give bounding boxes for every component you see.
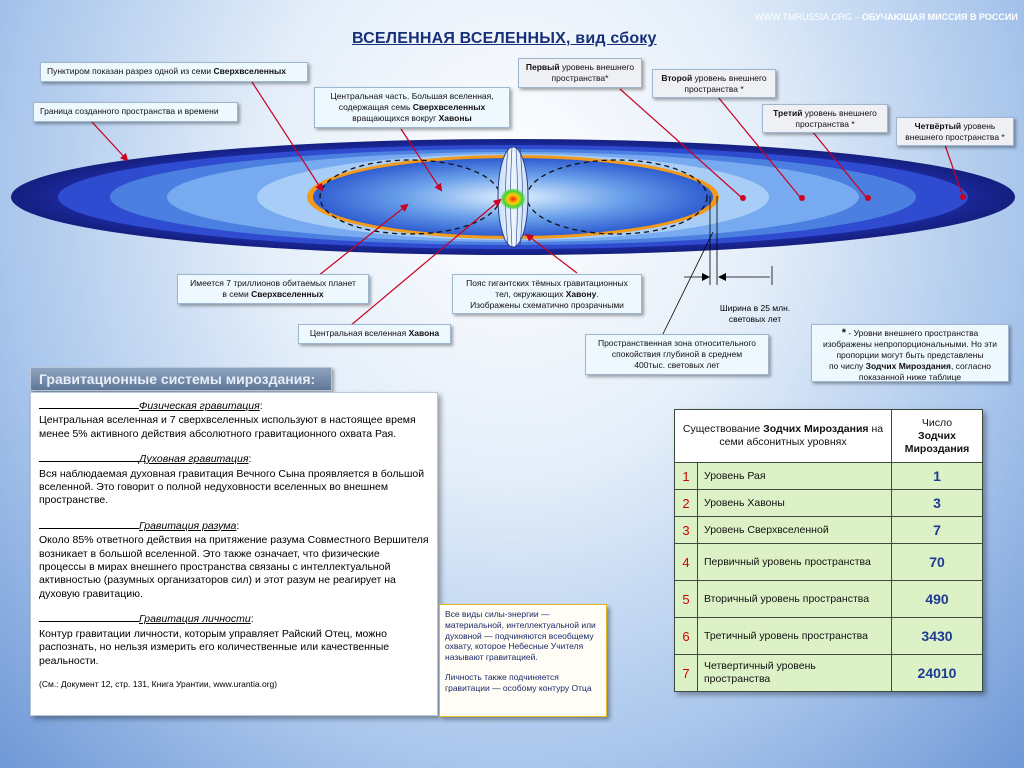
callout-dotted-line: Пунктиром показан разрез одной из семи С… bbox=[40, 62, 308, 82]
gravity-section-header: Гравитационные системы мироздания: bbox=[30, 367, 332, 391]
callout-havona: Центральная вселенная Хавона bbox=[298, 324, 451, 344]
paradise-core bbox=[500, 188, 526, 210]
physical-gravity: Физическая гравитация: Центральная вселе… bbox=[39, 400, 416, 440]
gravity-citation: (См.: Документ 12, стр. 131, Книга Урант… bbox=[39, 678, 278, 689]
callout-footnote: * - Уровни внешнего пространства изображ… bbox=[811, 324, 1009, 382]
spiritual-gravity: Духовная гравитация: Вся наблюдаемая дух… bbox=[39, 453, 425, 507]
master-architects-table: Существование Зодчих Мироздания на семи … bbox=[674, 409, 983, 692]
level-markers bbox=[740, 194, 966, 201]
callout-planets: Имеется 7 триллионов обитаемых планет в … bbox=[177, 274, 369, 304]
callout-first-level: Первый уровень внешнего пространства* bbox=[518, 58, 642, 88]
callout-width: Ширина в 25 млн. световых лет bbox=[719, 303, 791, 324]
page-title: ВСЕЛЕННАЯ ВСЕЛЕННЫХ, вид сбоку bbox=[352, 30, 657, 47]
dimension-lines bbox=[659, 196, 773, 341]
force-energy-note: Все виды силы-энергии — материальной, ин… bbox=[439, 604, 607, 717]
callout-arrows bbox=[91, 81, 964, 327]
callout-second-level: Второй уровень внешнего пространства * bbox=[652, 69, 776, 98]
callout-quiet-zone: Пространственная зона относительного спо… bbox=[585, 334, 769, 375]
gravity-systems-panel: Физическая гравитация: Центральная вселе… bbox=[30, 392, 438, 716]
callout-gravity-belt: Пояс гигантских тёмных гравитационных те… bbox=[452, 274, 642, 314]
callout-central-part: Центральная часть. Большая вселенная, со… bbox=[314, 87, 510, 128]
table-header-row: Существование Зодчих Мироздания на семи … bbox=[674, 409, 983, 463]
mind-gravity: Гравитация разума: Около 85% ответного д… bbox=[39, 519, 429, 600]
callout-boundary: Граница созданного пространства и времен… bbox=[33, 102, 238, 122]
column-header-levels: Существование Зодчих Мироздания на семи … bbox=[674, 409, 892, 463]
personality-gravity: Гравитация личности: Контур гравитации л… bbox=[39, 613, 390, 667]
header-link[interactable]: WWW.TMRUSSIA.ORG – ОБУЧАЮЩАЯ МИССИЯ В РО… bbox=[755, 12, 1018, 22]
callout-third-level: Третий уровень внешнего пространства * bbox=[762, 104, 888, 133]
callout-fourth-level: Четвёртый уровень внешнего пространства … bbox=[896, 117, 1014, 146]
site-url: WWW.TMRUSSIA.ORG bbox=[755, 12, 852, 22]
org-name: ОБУЧАЮЩАЯ МИССИЯ В РОССИИ bbox=[862, 12, 1018, 22]
